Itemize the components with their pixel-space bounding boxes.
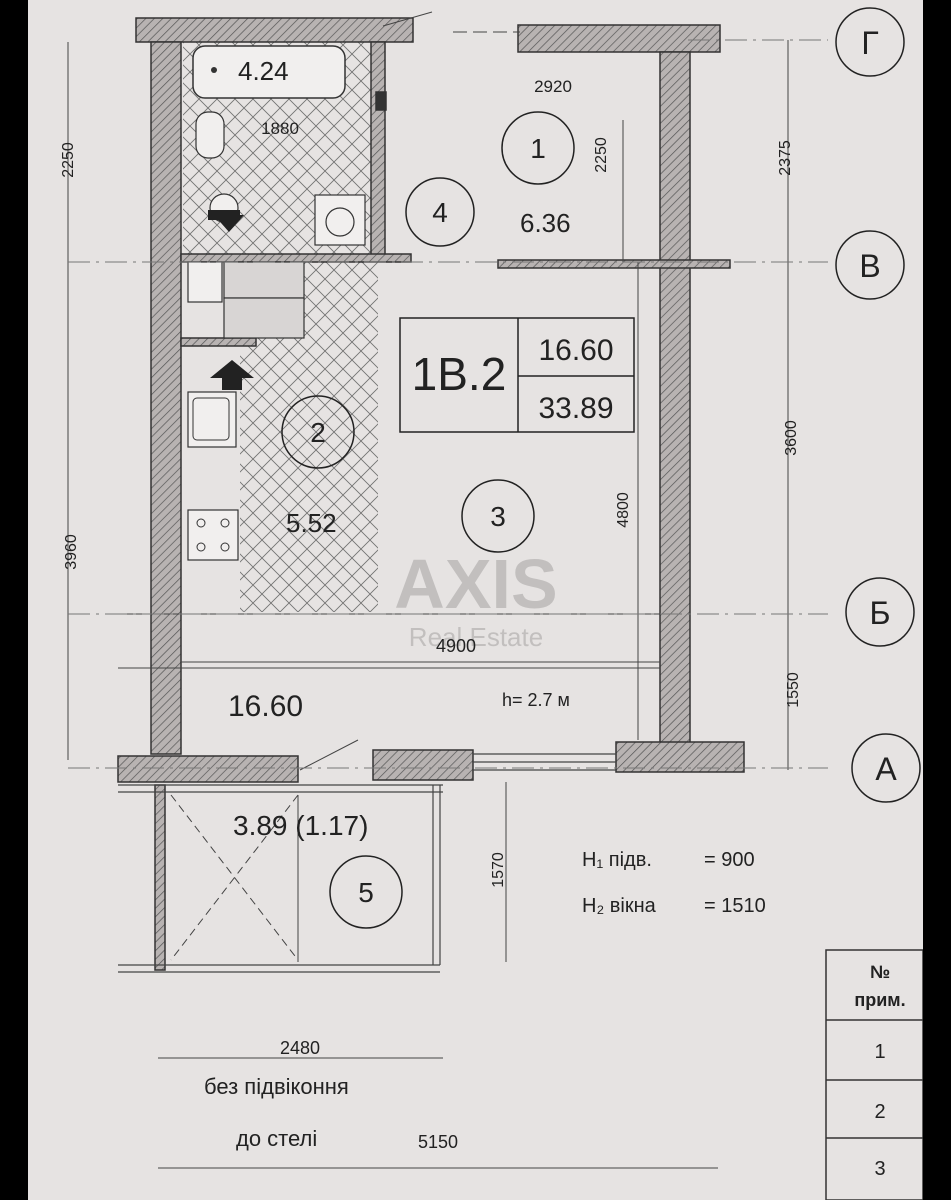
callout-4-marker: 4 — [405, 177, 475, 247]
dimension-lines — [67, 40, 789, 1169]
room-2-number: 2 — [310, 417, 326, 448]
dimension-5150: 5150 — [418, 1132, 458, 1152]
window-h1-label: H₁ підв. — [582, 849, 652, 871]
kitchen-appliance-top — [187, 261, 305, 339]
table-row: 2 — [874, 1101, 885, 1123]
cooktop — [187, 509, 239, 561]
dimension-3600: 3600 — [783, 420, 800, 456]
room-1-number: 1 — [530, 133, 546, 164]
window-frames — [118, 753, 616, 973]
axis-g-label: Г — [861, 25, 878, 61]
bathtub — [192, 45, 346, 99]
apartment-total-area: 33.89 — [538, 392, 613, 425]
window-h2-value: = 1510 — [704, 895, 766, 917]
dimension-2250-inner: 2250 — [593, 137, 610, 173]
apartment-code: 1В.2 — [412, 348, 507, 400]
dimension-4800: 4800 — [615, 492, 632, 528]
vent-up-arrow — [210, 360, 254, 390]
dimension-1570: 1570 — [490, 852, 507, 888]
dimension-2480: 2480 — [280, 1038, 320, 1058]
apartment-info-box: 1В.2 16.60 33.89 — [399, 317, 635, 433]
dimension-3960: 3960 — [63, 534, 80, 570]
washbasin — [195, 111, 225, 159]
balcony-note-line2: до стелі — [236, 1126, 317, 1151]
dimension-4900: 4900 — [436, 636, 476, 656]
room-2-marker: 2 — [281, 395, 355, 469]
table-header-line2: прим. — [854, 990, 905, 1010]
axis-v-marker: В — [835, 230, 905, 300]
vent-down-arrow — [214, 215, 244, 232]
ceiling-height: h= 2.7 м — [502, 690, 570, 710]
room-3-number: 3 — [490, 501, 506, 532]
dimension-1550: 1550 — [785, 672, 802, 708]
room-1-area: 6.36 — [520, 208, 571, 238]
axis-b-label: Б — [870, 595, 891, 631]
balcony-note-line1: без підвіконня — [204, 1074, 349, 1099]
axis-lines — [68, 39, 828, 769]
table-row: 3 — [874, 1158, 885, 1180]
axis-b-marker: Б — [845, 577, 915, 647]
axis-g-marker: Г — [835, 7, 905, 77]
table-row: 1 — [874, 1041, 885, 1063]
room-1-marker: 1 — [501, 111, 575, 185]
washing-machine — [314, 194, 366, 246]
window-h1-value: = 900 — [704, 849, 755, 871]
kitchen-sink — [187, 391, 237, 448]
window-h2-label: H₂ вікна — [582, 895, 657, 917]
room-5-marker: 5 — [329, 855, 403, 929]
callout-4-number: 4 — [432, 197, 448, 228]
watermark-brand: AXIS — [394, 545, 557, 623]
watermark: AXIS Real Estate — [394, 545, 557, 652]
table-header-line1: № — [870, 962, 890, 982]
room-5-area: 3.89 (1.17) — [233, 810, 368, 841]
plan-sheet: Г В Б А 1 2 — [28, 0, 923, 1200]
room-table — [825, 949, 923, 1200]
floor-plan-drawing: Г В Б А 1 2 — [60, 7, 923, 1200]
room-3-marker: 3 — [461, 479, 535, 553]
walls — [117, 17, 745, 971]
axis-a-label: А — [875, 751, 897, 787]
dimension-2250-left: 2250 — [60, 142, 77, 178]
watermark-subtitle: Real Estate — [409, 622, 543, 652]
room-5-number: 5 — [358, 877, 374, 908]
axis-a-marker: А — [851, 733, 921, 803]
room-2-area: 5.52 — [286, 508, 337, 538]
axis-v-label: В — [859, 248, 880, 284]
dimension-1880: 1880 — [261, 119, 299, 138]
room-4-area: 4.24 — [238, 56, 289, 86]
dimension-2920: 2920 — [534, 77, 572, 96]
room-3-area: 16.60 — [228, 690, 303, 723]
apartment-living-area: 16.60 — [538, 334, 613, 367]
dimension-2375: 2375 — [777, 140, 794, 176]
